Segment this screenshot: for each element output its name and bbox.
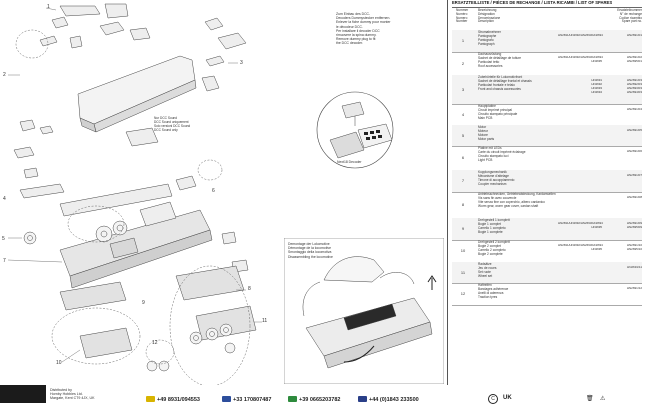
spare-part-code: HN2691/12 <box>626 286 642 290</box>
spare-row: 7 Kupplungsmechanik Mécanisme d'attelage … <box>452 170 642 193</box>
spare-row: 10 Drehgestell 2 komplett Bogie 2 complet… <box>452 240 642 263</box>
part-number-12: 12 <box>152 340 158 346</box>
bin-icon: 🗑 <box>586 396 594 402</box>
header-spare-no: Ersatzteilnummer N° de rechange Codice r… <box>617 8 642 24</box>
distributor-text: Distributed by Hornby Hobbies Ltd. Marga… <box>50 388 95 401</box>
flag-de-icon <box>146 396 155 402</box>
spare-number: 5 <box>461 132 465 138</box>
spare-number: 3 <box>461 86 465 92</box>
phone-uk: +44 (0)1843 233500 <box>369 397 419 403</box>
part-number-9: 9 <box>142 300 145 306</box>
spare-description: Kupplungsmechanik Mécanisme d'attelage T… <box>478 170 515 186</box>
spare-description: Antriebsschnecken, Getriebeabdeckung, Ka… <box>478 192 556 208</box>
spare-number: 10 <box>460 248 466 253</box>
spare-part-code: HN2691/06 <box>626 149 642 153</box>
spare-number: 7 <box>461 178 465 183</box>
exploded-view-drawing <box>7 3 389 387</box>
phone-fr: +33 170807487 <box>233 397 272 403</box>
spares-title: ERSATZTEILLISTE / PIÈCES DE RECHANGE / L… <box>452 0 613 5</box>
spares-header: Nummer Numéro Numero Number Bezeichnung … <box>452 7 642 31</box>
spare-description: Drehgestell 1 komplett Bogie 1 complet C… <box>478 218 510 234</box>
spare-article-numbers: HN2691/HN2692/HN2693/HN2694 HN2695 <box>558 55 603 63</box>
spare-number: 4 <box>461 111 465 117</box>
spare-article-numbers: HN2691/HN2692/HN2693/HN2694 HN2695 <box>558 243 603 251</box>
part-number-2: 2 <box>3 72 6 78</box>
part-number-4: 4 <box>3 196 6 202</box>
spare-part-code: HN2691/07 <box>626 173 642 177</box>
warning-icon: ⚠ <box>600 396 606 402</box>
spare-part-code: HN2691/08 <box>626 195 642 199</box>
spare-row: 12 Haftreifen Bandages adhérence Anelli d… <box>452 283 642 306</box>
flag-fr-icon <box>222 396 231 402</box>
spare-description: Dachausrüstung Sachet de détaillage de t… <box>478 52 522 68</box>
spare-row: 11 Radsätze Jeu de roues Set ruote Wheel … <box>452 262 642 284</box>
dcc-decoder-note: Zum Einbau des DCC- Decoders Dummystecke… <box>336 12 391 46</box>
spare-row: 9 Drehgestell 1 komplett Bogie 1 complet … <box>452 218 642 241</box>
spare-part-code: HN2691/09 HN2695/09 <box>626 221 642 229</box>
spare-part-code: HN2691/10 HN2695/10 <box>626 243 642 251</box>
spare-row: 1 Stromabnehmer Pantographe Pantografo Pa… <box>452 30 642 53</box>
spare-number: 2 <box>461 60 465 66</box>
spare-row: 6 Platine mit LEDs Carte du circuit impri… <box>452 146 642 171</box>
spare-description: Hauptplatine Circuit imprimé principal C… <box>478 104 518 120</box>
spare-article-numbers: HN2691/HN2692/HN2693/HN2694 HN2695 <box>558 221 603 229</box>
part-number-7: 7 <box>3 258 6 264</box>
header-number: Nummer Numéro Numero Number <box>456 8 469 24</box>
flag-it-icon <box>288 396 297 402</box>
spare-row: 4 Hauptplatine Circuit imprimé principal … <box>452 104 642 126</box>
sound-only-note: Nur DCC Sound DCC Sound uniquement Solo … <box>154 116 191 132</box>
spare-description: Motor Moteur Motore Motor parts <box>478 125 495 141</box>
spare-number: 1 <box>461 38 465 43</box>
spare-part-code: HN2691/11 <box>627 265 642 269</box>
spare-part-code: HN2691/03 HN2692/03 HN2693/03 HN2694/03 <box>626 78 642 94</box>
spare-number: 6 <box>461 155 465 160</box>
spare-description: Zubehörteile für Lokomotivfront Sachet d… <box>478 75 532 91</box>
spare-row: 8 Antriebsschnecken, Getriebeabdeckung, K… <box>452 192 642 219</box>
flag-uk-icon <box>358 396 367 402</box>
spare-part-code: HN2691/05 <box>626 128 642 132</box>
part-number-1: 1 <box>47 4 50 10</box>
spare-part-code: HN2691/01 <box>626 33 642 37</box>
spare-part-code: HN2691/04 <box>626 107 642 111</box>
decoder-inset <box>316 91 394 169</box>
phone-de: +49 8931/094553 <box>157 397 200 403</box>
exploded-view-diagram <box>0 0 389 387</box>
loco-removal-illustration <box>284 238 444 384</box>
spare-description: Radsätze Jeu de roues Set ruote Wheel se… <box>478 262 497 278</box>
spare-description: Stromabnehmer Pantographe Pantografo Pan… <box>478 30 501 46</box>
part-number-10: 10 <box>56 360 62 366</box>
part-number-3: 3 <box>240 60 243 66</box>
footer-brand-block <box>0 385 46 403</box>
spare-description: Haftreifen Bandages adhérence Anelli di … <box>478 283 509 299</box>
spare-row: 3 Zubehörteile für Lokomotivfront Sachet … <box>452 75 642 105</box>
decoder-caption: Next18 Decoder <box>337 160 362 164</box>
spare-number: 12 <box>460 291 466 296</box>
spare-part-code: HN2691/02 HN2695/01 <box>626 55 642 63</box>
spare-number: 9 <box>461 226 465 231</box>
removal-note: Demontage der Lokomotive Démontage de la… <box>288 242 333 259</box>
part-number-6: 6 <box>212 188 215 194</box>
phone-it: +39 0665203782 <box>299 397 341 403</box>
spare-number: 8 <box>461 202 465 207</box>
part-number-5: 5 <box>2 236 5 242</box>
header-description: Bezeichnung Désignation Denominazione De… <box>478 8 501 24</box>
spare-article-numbers: HN2691 HN2692 HN2693 HN2694 <box>591 78 602 94</box>
spare-article-numbers: HN2691/HN2692/HN2693/HN2694 <box>558 33 603 37</box>
spare-row: 5 Motor Moteur Motore Motor parts HN2691/0… <box>452 125 642 147</box>
part-number-8: 8 <box>248 286 251 292</box>
part-number-11: 11 <box>262 318 268 324</box>
spare-description: Platine mit LEDs Carte du circuit imprim… <box>478 146 526 162</box>
spare-row: 2 Dachausrüstung Sachet de détaillage de … <box>452 52 642 76</box>
country-code: UK <box>503 395 512 401</box>
spare-description: Drehgestell 2 komplett Bogie 2 complet C… <box>478 240 510 256</box>
column-divider <box>447 0 448 385</box>
spare-number: 11 <box>460 269 466 275</box>
